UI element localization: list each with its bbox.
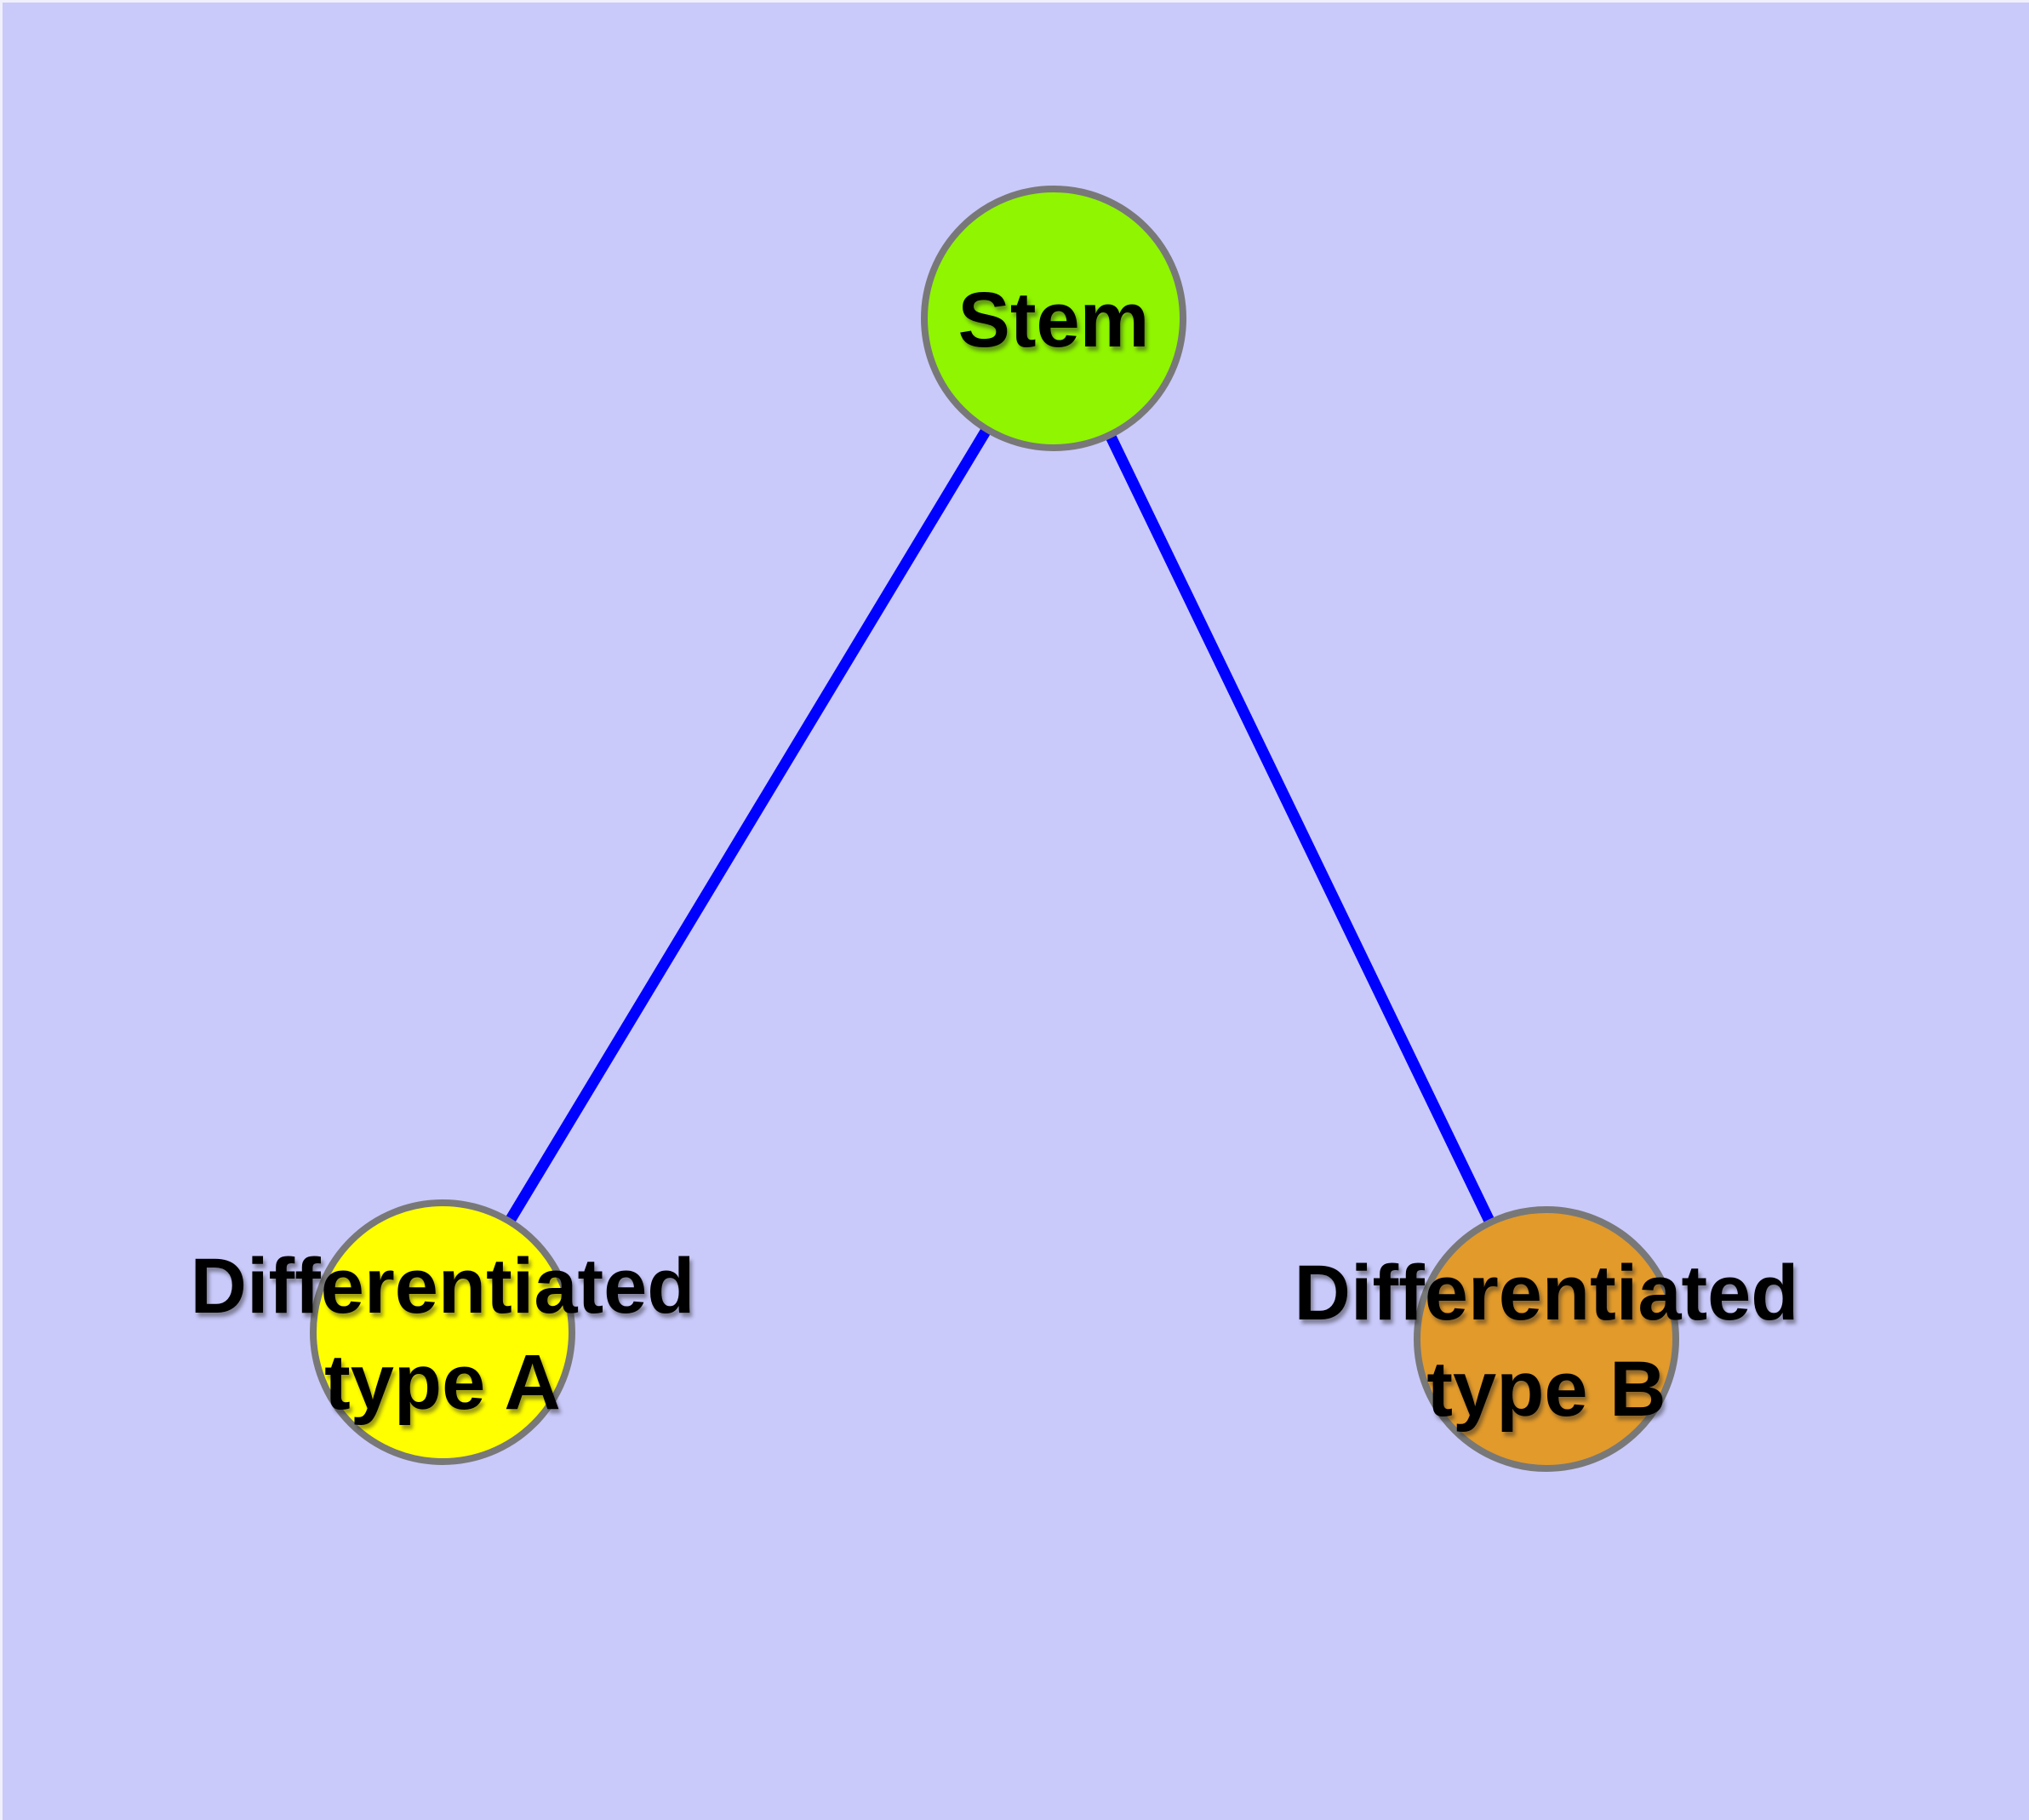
- node-stem: Stem: [921, 186, 1186, 451]
- stem-label-line: Stem: [958, 277, 1150, 363]
- type-a-node-label: Differentiated type A: [191, 1243, 695, 1426]
- type-b-label-line2: type B: [1426, 1346, 1666, 1433]
- edge-layer: [437, 315, 1552, 1342]
- stem-node-circle: [921, 186, 1186, 451]
- stem-node-label: Stem: [958, 277, 1150, 363]
- type-a-label-line1: Differentiated: [191, 1243, 695, 1330]
- node-differentiated-type-a: Differentiated type A: [191, 1199, 695, 1465]
- edge-stem-to-typeA: [437, 315, 1059, 1336]
- node-differentiated-type-b: Differentiated type B: [1295, 1206, 1799, 1472]
- type-b-node-label: Differentiated type B: [1295, 1250, 1799, 1433]
- type-a-label-line2: type A: [324, 1339, 561, 1426]
- type-b-label-line1: Differentiated: [1295, 1250, 1799, 1336]
- edge-stem-to-typeB: [1049, 316, 1552, 1342]
- type-b-node-circle: [1414, 1206, 1679, 1472]
- type-a-node-circle: [310, 1199, 575, 1465]
